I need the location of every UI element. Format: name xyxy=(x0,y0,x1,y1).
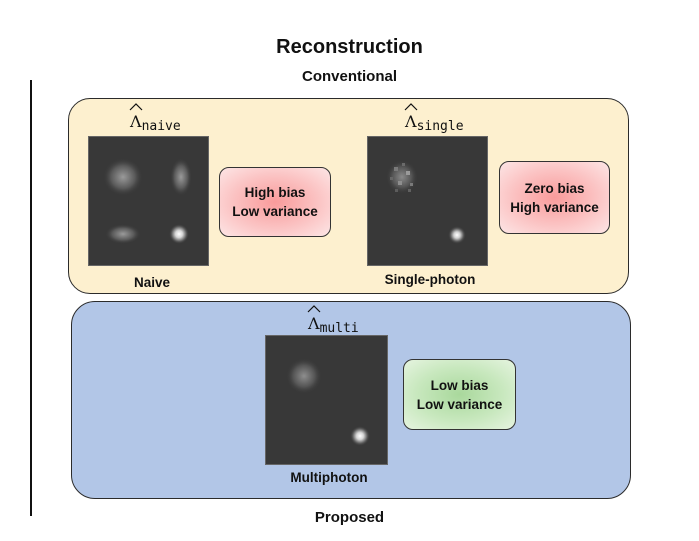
single-photon-reconstruction-image xyxy=(367,136,488,266)
naive-spot-top-left xyxy=(103,158,143,196)
hat-icon xyxy=(129,103,143,111)
badge-line-variance: Low variance xyxy=(416,396,503,412)
naive-spot-bottom-left xyxy=(105,224,141,244)
single-bias-variance-badge: Zero bias High variance xyxy=(499,161,610,234)
naive-spot-bottom-right xyxy=(169,224,189,244)
single-estimator-label: Λ single xyxy=(404,103,464,134)
naive-estimator-label: Λ naive xyxy=(129,103,181,134)
lambda-hat-symbol: Λ xyxy=(404,103,418,131)
proposed-label: Proposed xyxy=(314,509,385,526)
multi-smooth-spot xyxy=(286,358,322,394)
badge-line-bias: High bias xyxy=(244,185,306,200)
lambda-hat-symbol: Λ xyxy=(307,305,321,333)
hat-icon xyxy=(307,305,321,313)
multiphoton-reconstruction-image xyxy=(265,335,388,465)
lambda-hat-symbol: Λ xyxy=(129,103,143,131)
multi-bright-spot xyxy=(350,426,370,446)
multi-subscript: multi xyxy=(319,321,359,336)
left-divider-line xyxy=(30,80,32,516)
conventional-label: Conventional xyxy=(301,68,397,85)
single-subscript: single xyxy=(416,119,464,134)
naive-spot-top-right xyxy=(170,158,192,196)
badge-line-bias: Zero bias xyxy=(524,180,585,196)
multi-estimator-label: Λ multi xyxy=(307,305,359,336)
badge-line-variance: High variance xyxy=(510,199,599,215)
badge-line-bias: Low bias xyxy=(430,377,489,393)
naive-caption: Naive xyxy=(133,275,171,290)
badge-line-variance: Low variance xyxy=(232,204,318,219)
multiphoton-caption: Multiphoton xyxy=(290,470,368,485)
naive-bias-variance-badge: High bias Low variance xyxy=(219,167,331,237)
figure-title: Reconstruction xyxy=(276,36,423,58)
naive-subscript: naive xyxy=(141,119,181,134)
single-photon-caption: Single-photon xyxy=(384,272,476,287)
single-noise-pixels xyxy=(390,163,413,192)
single-bright-spot xyxy=(448,226,466,244)
hat-icon xyxy=(404,103,418,111)
multi-bias-variance-badge: Low bias Low variance xyxy=(403,359,516,430)
naive-reconstruction-image xyxy=(88,136,209,266)
